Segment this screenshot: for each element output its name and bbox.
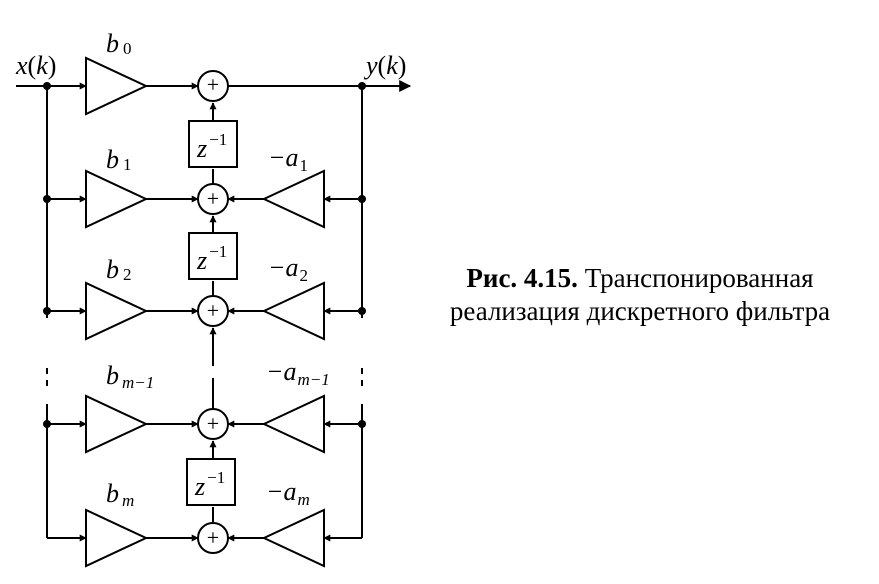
- caption-line-1: Рис. 4.15. Транспонированная: [420, 262, 860, 295]
- gain-b2-triangle: [85, 281, 149, 341]
- gain-b0-triangle: [85, 56, 149, 116]
- delay-1-label: z−1: [196, 130, 227, 163]
- sum-symbol-2: +: [207, 298, 219, 323]
- gain-bm1-triangle: [85, 394, 149, 454]
- gain-am-triangle: [261, 508, 325, 568]
- gain-a2-triangle: [261, 281, 325, 341]
- output-label: y(k): [363, 51, 406, 80]
- am1-label: −am−1: [266, 357, 330, 389]
- sum-node-0: [197, 70, 229, 102]
- sum-symbol-1: +: [207, 186, 219, 211]
- am-label: −am: [266, 477, 310, 509]
- caption-title-1: Транспонированная: [584, 263, 814, 293]
- delay-m-box: [186, 458, 236, 506]
- delay-2: z−1: [188, 215, 238, 296]
- gain-bm-triangle: [85, 508, 149, 568]
- caption-number: Рис. 4.15.: [466, 263, 578, 293]
- sum-symbol-m: +: [207, 525, 219, 550]
- gain-a1-triangle: [261, 169, 325, 229]
- a2-label: −a2: [268, 253, 308, 285]
- delay-1-box: [188, 120, 238, 168]
- input-label: x(k): [15, 51, 56, 80]
- caption-line-2: реализация дискретного фильтра: [449, 296, 831, 326]
- sum-symbol-0: +: [207, 72, 219, 97]
- a1-label: −a1: [268, 143, 308, 175]
- sum-symbol-m-1: +: [207, 411, 219, 436]
- junction-dots: [43, 82, 366, 428]
- delay-m-label: z−1: [194, 468, 225, 501]
- figure-caption: Рис. 4.15. Транспонированная реализация …: [420, 262, 860, 328]
- delay-m: z−1: [186, 440, 236, 523]
- gain-am1-triangle: [261, 394, 325, 454]
- delay-2-box: [188, 232, 238, 280]
- delay-2-label: z−1: [196, 242, 227, 275]
- gain-b1-triangle: [85, 169, 149, 229]
- delay-1: z−1: [188, 102, 238, 184]
